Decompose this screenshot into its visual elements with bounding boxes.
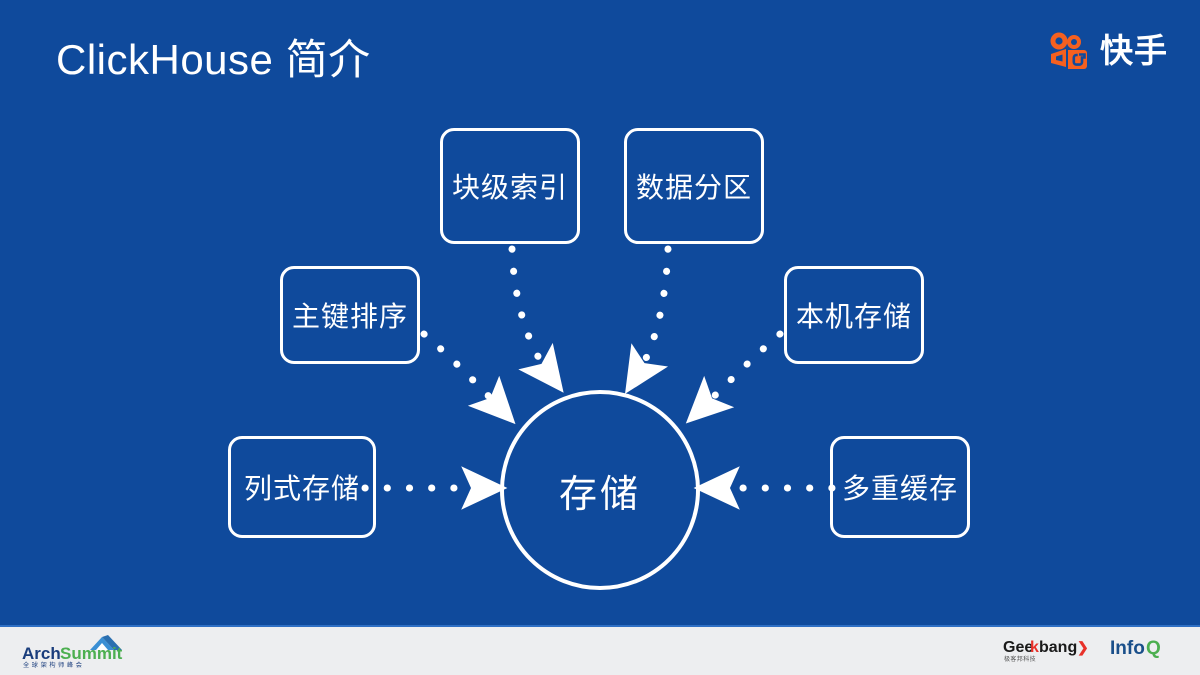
diagram-node-column-store[interactable]: 列式存储 bbox=[228, 436, 376, 538]
diagram-node-pk-sort[interactable]: 主键排序 bbox=[280, 266, 420, 364]
geekbang-text-one: Gee bbox=[1003, 639, 1033, 656]
page-title: ClickHouse 简介 bbox=[56, 36, 371, 83]
infoq-text-two: Q bbox=[1146, 638, 1161, 659]
kuaishou-wordmark: 快手 bbox=[1100, 32, 1168, 69]
kuaishou-mark-icon bbox=[1050, 32, 1087, 69]
archsummit-logo: Arch Summit 全球架构师峰会 bbox=[22, 635, 123, 669]
connector-pk-sort-to-storage bbox=[420, 330, 516, 425]
diagram-node-storage-center[interactable]: 存储 bbox=[500, 390, 700, 590]
connector-block-index-to-storage bbox=[508, 245, 564, 393]
archsummit-word-two: Summit bbox=[60, 644, 123, 663]
architecture-diagram: 块级索引 数据分区 主键排序 本机存储 列式存储 多重缓存 存储 bbox=[228, 128, 970, 590]
geekbang-text-two: bang bbox=[1039, 639, 1077, 656]
connector-partition-to-storage bbox=[625, 245, 672, 394]
diagram-node-multi-cache[interactable]: 多重缓存 bbox=[830, 436, 970, 538]
diagram-connectors bbox=[361, 245, 836, 510]
infoq-text-one: Info bbox=[1110, 638, 1145, 659]
kuaishou-logo: 快手 bbox=[1046, 30, 1168, 72]
infoq-logo: Info Q bbox=[1110, 638, 1161, 659]
footer-bar: Arch Summit 全球架构师峰会 Gee k bang ❯ 极客邦科技 I… bbox=[0, 625, 1200, 675]
geekbang-chevron-icon: ❯ bbox=[1077, 639, 1089, 656]
archsummit-subtitle: 全球架构师峰会 bbox=[23, 661, 85, 669]
diagram-node-block-index[interactable]: 块级索引 bbox=[440, 128, 580, 244]
diagram-node-partition[interactable]: 数据分区 bbox=[624, 128, 764, 244]
geekbang-subtitle: 极客邦科技 bbox=[1004, 655, 1036, 663]
archsummit-word-one: Arch bbox=[22, 644, 61, 663]
sponsor-logos: Gee k bang ❯ 极客邦科技 Info Q bbox=[1002, 634, 1186, 666]
connector-local-store-to-storage bbox=[685, 330, 784, 424]
diagram-node-local-store[interactable]: 本机存储 bbox=[784, 266, 924, 364]
geekbang-logo: Gee k bang ❯ 极客邦科技 bbox=[1003, 639, 1089, 663]
geekbang-text-accent: k bbox=[1030, 639, 1039, 656]
